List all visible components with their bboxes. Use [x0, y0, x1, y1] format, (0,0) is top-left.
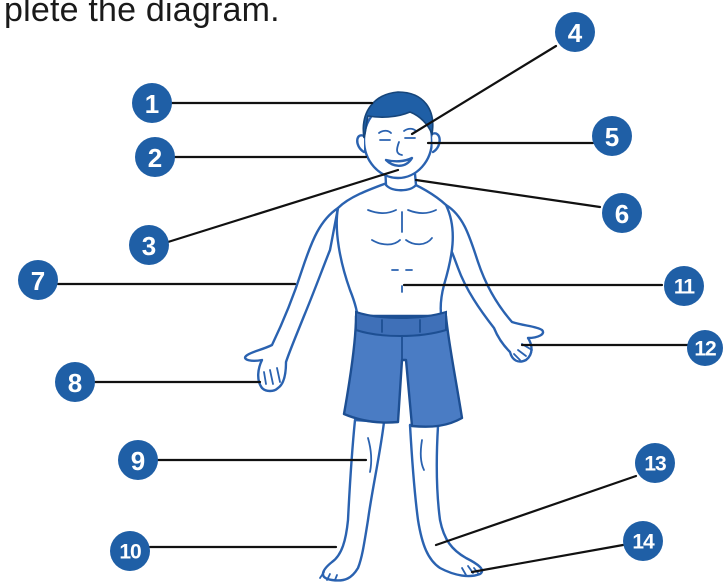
label-badge-7: 7: [18, 260, 58, 300]
svg-text:11: 11: [674, 276, 696, 299]
svg-text:5: 5: [605, 122, 619, 152]
label-badge-3: 3: [129, 225, 169, 265]
label-badge-4: 4: [555, 12, 595, 52]
leader-line-4: [412, 46, 556, 134]
svg-text:1: 1: [145, 89, 159, 119]
label-badge-6: 6: [602, 193, 642, 233]
label-badge-1: 1: [132, 83, 172, 123]
label-badge-14: 14: [623, 521, 663, 561]
svg-text:7: 7: [31, 266, 45, 296]
torso: [337, 178, 453, 322]
label-badge-10: 10: [110, 531, 150, 571]
label-badge-5: 5: [592, 116, 632, 156]
label-badge-8: 8: [55, 362, 95, 402]
leader-line-14: [472, 545, 623, 572]
svg-text:3: 3: [142, 231, 156, 261]
svg-text:12: 12: [694, 338, 716, 361]
svg-text:4: 4: [568, 18, 583, 48]
left-leg: [323, 420, 384, 581]
leader-line-13: [436, 476, 636, 545]
label-badge-13: 13: [635, 443, 675, 483]
label-badge-12: 12: [687, 330, 723, 366]
svg-text:13: 13: [644, 453, 666, 476]
svg-text:14: 14: [632, 531, 655, 554]
right-arm: [440, 205, 543, 362]
boy-figure: [245, 92, 543, 581]
label-badge-9: 9: [118, 440, 158, 480]
svg-text:2: 2: [148, 143, 162, 173]
left-arm: [245, 208, 338, 391]
svg-text:6: 6: [615, 199, 629, 229]
svg-text:10: 10: [119, 541, 141, 564]
svg-text:9: 9: [131, 446, 145, 476]
label-badge-11: 11: [664, 266, 704, 306]
svg-text:8: 8: [68, 368, 82, 398]
label-badge-2: 2: [135, 137, 175, 177]
